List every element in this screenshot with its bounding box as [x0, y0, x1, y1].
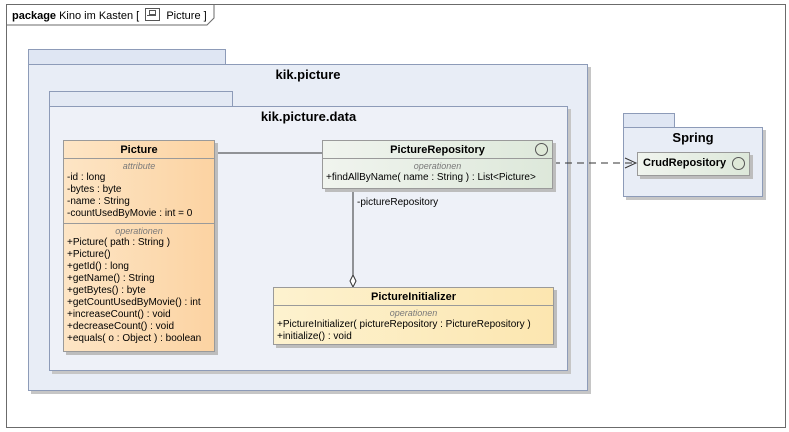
interface-crud-repository-header: CrudRepository: [638, 153, 749, 170]
interface-picture-repository-header: PictureRepository: [323, 141, 552, 159]
class-picture-name: Picture: [64, 141, 214, 159]
interface-picture-repository[interactable]: PictureRepository operationen +findAllBy…: [322, 140, 553, 189]
class-picture-initializer-operations: operationen +PictureInitializer( picture…: [274, 306, 553, 346]
class-picture-initializer[interactable]: PictureInitializer operationen +PictureI…: [273, 287, 554, 345]
operation-row: +decreaseCount() : void: [67, 321, 175, 332]
attribute-row: -name : String: [67, 196, 130, 207]
attributes-title: attribute: [122, 161, 156, 171]
attribute-row: -bytes : byte: [67, 184, 122, 195]
frame-diagram-name: Picture: [166, 10, 201, 22]
association-role-label: -pictureRepository: [357, 197, 439, 208]
operation-row: +getCountUsedByMovie() : int: [67, 297, 201, 308]
aggregation-diamond: [349, 273, 357, 289]
package-kik-picture-tab: [28, 49, 226, 65]
package-kik-picture-data-name: kik.picture.data: [260, 109, 357, 124]
operation-row: +findAllByName( name : String ) : List<P…: [326, 172, 536, 183]
frame-package-name: Kino im Kasten: [59, 10, 134, 22]
operations-title: operationen: [115, 226, 163, 236]
operation-row: +Picture(): [67, 249, 111, 260]
interface-crud-repository-name: CrudRepository: [643, 157, 727, 169]
attribute-row: -id : long: [67, 172, 106, 183]
operation-row: +getName() : String: [67, 273, 155, 284]
frame-bracket-close: ]: [203, 10, 207, 22]
operation-row: +initialize() : void: [277, 331, 352, 342]
interface-icon: [535, 143, 548, 156]
operation-row: +getBytes() : byte: [67, 285, 146, 296]
operation-row: +getId() : long: [67, 261, 129, 272]
package-kik-picture-name: kik.picture: [275, 67, 341, 82]
attribute-row: -countUsedByMovie : int = 0: [67, 208, 193, 219]
class-picture-operations: operationen +Picture( path : String ) +P…: [64, 223, 214, 348]
operations-title: operationen: [389, 308, 438, 318]
operation-row: +Picture( path : String ): [67, 237, 171, 248]
class-picture[interactable]: Picture attribute -id : long -bytes : by…: [63, 140, 215, 352]
operation-row: +increaseCount() : void: [67, 309, 171, 320]
frame-bracket-open: [: [136, 10, 140, 22]
interface-crud-repository[interactable]: CrudRepository: [637, 152, 750, 176]
frame-keyword: package: [12, 10, 57, 22]
frame-title: package Kino im Kasten [ Picture ]: [12, 8, 207, 22]
package-spring-name: Spring: [672, 130, 714, 145]
package-kik-picture-data-tab: [49, 91, 233, 107]
interface-picture-repository-operations: operationen +findAllByName( name : Strin…: [323, 159, 552, 187]
operation-row: +equals( o : Object ) : boolean: [67, 333, 202, 344]
operations-title: operationen: [413, 161, 462, 171]
class-picture-attributes: attribute -id : long -bytes : byte -name…: [64, 159, 214, 223]
dependency-arrowhead: [624, 157, 638, 169]
operation-row: +PictureInitializer( pictureRepository :…: [277, 319, 531, 330]
package-diagram-icon: [145, 8, 161, 21]
class-picture-initializer-name: PictureInitializer: [274, 288, 553, 306]
package-spring-tab: [623, 113, 675, 127]
interface-picture-repository-name: PictureRepository: [390, 144, 485, 156]
interface-icon: [732, 157, 745, 170]
